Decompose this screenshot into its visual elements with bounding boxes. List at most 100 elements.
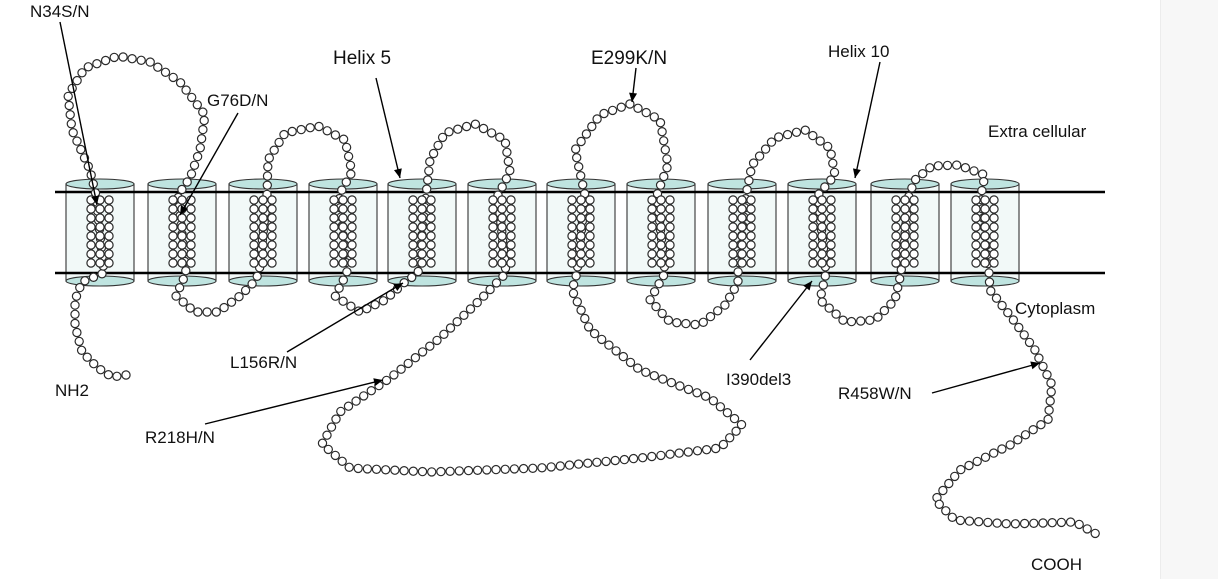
helix-8-residue-bead bbox=[656, 258, 666, 268]
helix-8-residue-bead bbox=[665, 240, 675, 250]
helix-2-residue-bead bbox=[186, 240, 196, 250]
helix-5-residue-bead bbox=[408, 204, 418, 214]
helix-5-residue-bead bbox=[426, 240, 436, 250]
residue-bead bbox=[330, 450, 340, 461]
helix-8-residue-bead bbox=[665, 249, 675, 259]
residue-bead bbox=[437, 132, 448, 143]
helix-11-residue-bead bbox=[909, 213, 919, 223]
residue-bead bbox=[573, 459, 584, 469]
residue-bead bbox=[925, 163, 935, 173]
residue-bead bbox=[665, 449, 675, 459]
helix-12-residue-bead bbox=[971, 240, 981, 250]
residue-bead bbox=[403, 358, 413, 369]
helix-2-residue-bead bbox=[186, 249, 196, 259]
residue-bead bbox=[578, 179, 588, 190]
residue-bead bbox=[454, 466, 464, 476]
residue-bead bbox=[528, 463, 538, 473]
helix-2-residue-bead bbox=[177, 249, 187, 259]
arrow-r218h-head bbox=[373, 378, 383, 387]
helix-7-residue-bead bbox=[585, 195, 595, 205]
residue-bead bbox=[63, 91, 73, 102]
residue-bead bbox=[891, 292, 901, 302]
helix-12-residue-bead bbox=[971, 195, 981, 205]
helix-4-residue-bead bbox=[329, 204, 339, 214]
helix-3-residue-bead bbox=[258, 258, 268, 268]
residue-bead bbox=[359, 391, 369, 401]
residue-bead bbox=[984, 268, 994, 278]
residue-bead bbox=[572, 297, 583, 307]
residue-bead bbox=[838, 315, 848, 325]
helix-4-residue-bead bbox=[338, 195, 348, 205]
arrow-n34s-head bbox=[91, 195, 100, 205]
residue-bead bbox=[986, 286, 996, 296]
helix-1-residue-bead bbox=[95, 213, 105, 223]
residue-bead bbox=[1045, 396, 1055, 406]
helix-1-residue-bead bbox=[95, 204, 105, 214]
helix-6-residue-bead bbox=[506, 204, 516, 214]
residue-bead bbox=[472, 465, 483, 475]
helix-9-residue-bead bbox=[728, 222, 738, 232]
helix-5-residue-bead bbox=[417, 231, 427, 241]
residue-bead bbox=[160, 67, 171, 78]
residue-bead bbox=[829, 167, 840, 178]
helix-4-residue-bead bbox=[347, 240, 357, 250]
helix-3-residue-bead bbox=[258, 213, 268, 223]
helix-12-residue-bead bbox=[980, 204, 990, 214]
residue-bead bbox=[424, 166, 434, 176]
arrow-g76d-shaft bbox=[179, 112, 239, 216]
helix-11-residue-bead bbox=[891, 222, 901, 232]
helix-9-residue-bead bbox=[728, 240, 738, 250]
helix-11-residue-bead bbox=[891, 213, 901, 223]
residue-bead bbox=[766, 137, 777, 147]
helix-9-residue-bead bbox=[737, 249, 747, 259]
residue-bead bbox=[576, 305, 586, 315]
residue-bead bbox=[574, 161, 584, 172]
helix-9-residue-bead bbox=[746, 240, 756, 250]
helix-4-residue-bead bbox=[347, 249, 357, 259]
arrow-g76d-head bbox=[180, 205, 188, 215]
helix-9-residue-bead bbox=[737, 222, 747, 232]
helix-5-residue-bead bbox=[417, 249, 427, 259]
helix-3-bottom-cap bbox=[228, 275, 298, 287]
helix-11-residue-bead bbox=[900, 222, 910, 232]
residue-bead bbox=[338, 296, 348, 306]
residue-bead bbox=[66, 119, 77, 129]
helix-5-residue-bead bbox=[408, 231, 418, 241]
helix-11-residue-bead bbox=[909, 249, 919, 259]
residue-bead bbox=[1046, 387, 1056, 397]
helix-8-residue-bead bbox=[647, 240, 657, 250]
residue-bead bbox=[338, 275, 348, 285]
residue-bead bbox=[305, 122, 315, 133]
helix-8-residue-bead bbox=[656, 204, 666, 214]
helix-3-residue-bead bbox=[258, 240, 268, 250]
residue-bead bbox=[1082, 524, 1092, 534]
helix-9-residue-bead bbox=[728, 213, 738, 223]
helix-6-residue-bead bbox=[488, 258, 498, 268]
helix-5-residue-bead bbox=[417, 222, 427, 232]
residue-bead bbox=[417, 347, 428, 357]
helix-6-residue-bead bbox=[497, 240, 507, 250]
residue-bead bbox=[782, 129, 793, 140]
residue-bead bbox=[576, 136, 586, 147]
residue-bead bbox=[1001, 519, 1011, 529]
helix-9-residue-bead bbox=[746, 258, 756, 268]
helix-12-residue-bead bbox=[989, 249, 999, 259]
helix-5-residue-bead bbox=[426, 195, 436, 205]
residue-bead bbox=[818, 280, 829, 290]
label-nh2: NH2 bbox=[55, 381, 89, 400]
helix-7-residue-bead bbox=[585, 258, 595, 268]
helix-5-residue-bead bbox=[408, 195, 418, 205]
helix-9-residue-bead bbox=[737, 258, 747, 268]
residue-bead bbox=[234, 292, 244, 302]
residue-bead bbox=[683, 384, 694, 395]
residue-bead bbox=[754, 151, 765, 161]
residue-bead bbox=[503, 156, 513, 167]
residue-bead bbox=[1005, 440, 1015, 450]
helix-10-residue-bead bbox=[817, 258, 827, 268]
helix-11-residue-bead bbox=[900, 204, 910, 214]
residue-bead bbox=[192, 100, 202, 110]
residue-bead bbox=[381, 375, 392, 386]
helix-7-residue-bead bbox=[567, 231, 577, 241]
helix-10-residue-bead bbox=[808, 258, 818, 268]
residue-bead bbox=[83, 62, 94, 72]
